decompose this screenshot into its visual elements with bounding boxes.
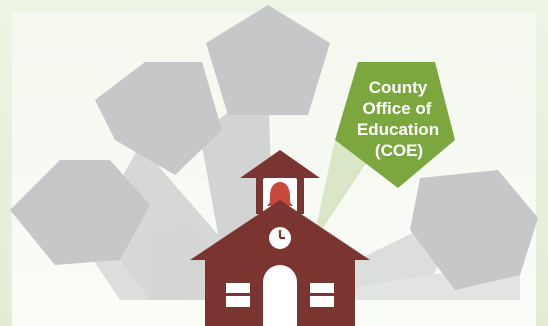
coe-pentagon	[335, 62, 455, 188]
coe-label-line-1: County	[369, 78, 428, 97]
pentagon-right	[410, 170, 538, 290]
school-door	[263, 265, 297, 326]
coe-label-line-3: Education	[357, 120, 439, 139]
pentagon-left	[10, 160, 150, 265]
schoolhouse-icon	[190, 150, 370, 326]
pentagon-lower-left	[150, 225, 215, 300]
clock-icon	[269, 227, 291, 249]
pentagon-top	[206, 5, 330, 115]
coe-label-line-4: (COE)	[375, 141, 423, 160]
coe-label-line-2: Office of	[363, 99, 432, 118]
pentagon-upper-left	[95, 62, 222, 175]
